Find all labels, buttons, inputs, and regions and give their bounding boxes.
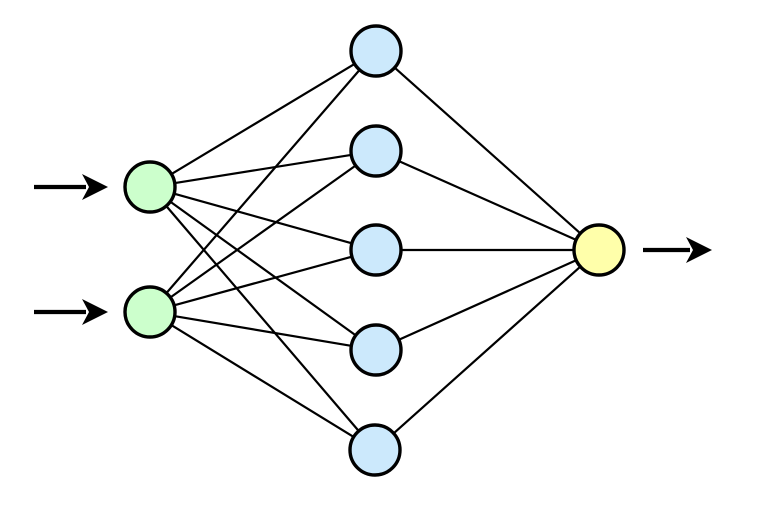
output-arrow-1-head [686,237,712,263]
edge-hidden-node-5-to-output-node-1 [393,266,581,434]
edge-hidden-node-4-to-output-node-1 [398,259,577,341]
edge-hidden-node-1-to-output-node-1 [394,67,581,234]
hidden-node-4[interactable] [349,323,403,377]
input-arrow-2-head [82,299,108,325]
edge-input-node-2-to-hidden-node-1 [165,69,361,294]
edge-hidden-node-2-to-output-node-1 [398,160,577,241]
edge-input-node-2-to-hidden-node-2 [170,164,356,299]
edge-input-node-1-to-hidden-node-3 [173,192,353,245]
hidden-node-3[interactable] [349,223,403,277]
io-arrows-group [34,174,712,325]
input-arrow-1-head [82,174,108,200]
edges-group [165,63,581,438]
hidden-node-5[interactable] [348,423,402,477]
edge-input-node-1-to-hidden-node-1 [171,63,355,175]
edge-input-node-2-to-hidden-node-5 [171,324,354,438]
hidden-node-1[interactable] [349,24,403,78]
input-node-2[interactable] [123,285,177,339]
edge-input-node-1-to-hidden-node-5 [165,205,360,432]
input-node-1[interactable] [123,160,177,214]
nodes-group [123,24,626,477]
edge-input-node-2-to-hidden-node-3 [173,255,353,307]
output-node-1[interactable] [572,223,626,277]
edge-input-node-1-to-hidden-node-4 [169,201,357,336]
hidden-node-2[interactable] [349,124,403,178]
edge-input-node-2-to-hidden-node-4 [174,315,352,347]
edge-input-node-1-to-hidden-node-2 [174,153,352,185]
